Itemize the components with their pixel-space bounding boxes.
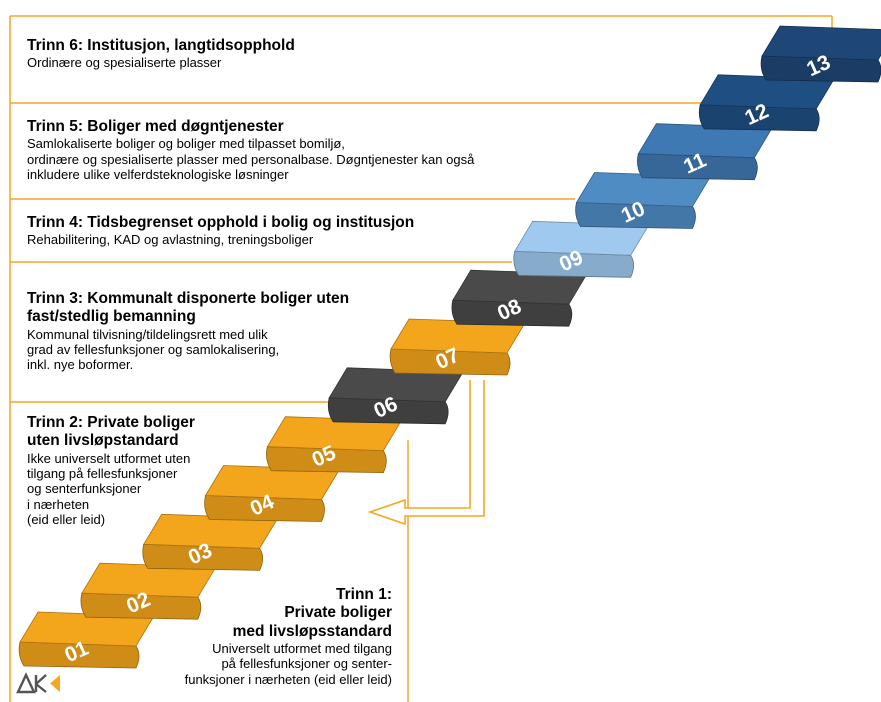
tier-5-line: ordinære og spesialiserte plasser med pe… — [27, 151, 475, 167]
tier-3-line: grad av fellesfunksjoner og samlokaliser… — [27, 341, 280, 357]
step-front — [637, 153, 758, 181]
step-front — [18, 641, 140, 669]
tier-2-line: i nærheten — [27, 496, 90, 512]
tier-6-line: Ordinære og spesialiserte plasser — [27, 55, 222, 71]
tier-1-line: på fellesfunksjoner og senter- — [221, 656, 392, 672]
step-front — [451, 299, 573, 327]
tier-1-title: Private boliger — [284, 604, 392, 622]
step-07: 07 — [389, 318, 526, 376]
step-top — [761, 25, 881, 61]
step-front — [80, 592, 202, 620]
logo-icon — [16, 672, 60, 694]
step-01: 01 — [18, 611, 155, 669]
tier-1-line: Universelt utformet med tilgang — [212, 640, 392, 656]
tier-3-title: fast/stedlig bemanning — [27, 308, 196, 326]
tier-3-title: Trinn 3: Kommunalt disponerte boliger ut… — [27, 290, 350, 307]
tier-4: Trinn 4: Tidsbegrenset opphold i bolig o… — [27, 214, 414, 248]
tier-5-line: inkludere ulike velferdsteknologiske løs… — [27, 166, 289, 182]
step-11: 11 — [637, 123, 774, 181]
step-front — [575, 202, 696, 229]
tier-5: Trinn 5: Boliger med døgntjenester Samlo… — [27, 118, 474, 182]
step-front — [698, 104, 820, 132]
tier-6-title: Trinn 6: Institusjon, langtidsopphold — [27, 37, 295, 54]
tier-2-title: uten livsløpstandard — [27, 432, 179, 450]
step-03: 03 — [142, 513, 279, 571]
step-09: 09 — [513, 220, 650, 278]
step-12: 12 — [698, 74, 835, 132]
step-front — [760, 55, 881, 83]
tier-4-line: Rehabilitering, KAD og avlastning, treni… — [27, 232, 314, 248]
tier-4-title: Trinn 4: Tidsbegrenset opphold i bolig o… — [27, 214, 415, 231]
tier-2-title: Trinn 2: Private boliger — [27, 414, 195, 431]
tier-1-title: med livsløpsstandard — [232, 622, 392, 640]
tier-2-line: Ikke universelt utformet uten — [27, 450, 191, 466]
step-front — [389, 348, 511, 376]
tier-2: Trinn 2: Private boliger uten livsløpsta… — [27, 414, 195, 527]
step-front — [204, 495, 325, 522]
step-front — [513, 250, 635, 278]
tier-6: Trinn 6: Institusjon, langtidsopphold Or… — [27, 37, 295, 71]
tier-3-line: inkl. nye boformer. — [27, 357, 134, 373]
step-front — [327, 397, 449, 425]
tier-3-line: Kommunal tilvisning/tildelingsrett med u… — [27, 326, 268, 342]
step-05: 05 — [266, 416, 403, 474]
step-13: 13 — [760, 25, 881, 83]
step-front — [266, 446, 387, 474]
tier-1-line: funksjoner i nærheten (eid eller leid) — [184, 671, 392, 687]
tier-5-line: Samlokaliserte boliger og boliger med ti… — [27, 136, 345, 152]
step-10: 10 — [575, 172, 712, 229]
tier-2-line: tilgang på fellesfunksjoner — [27, 465, 178, 481]
step-06: 06 — [327, 367, 464, 425]
tier-5-title: Trinn 5: Boliger med døgntjenester — [27, 118, 284, 135]
tier-2-line: (eid eller leid) — [27, 511, 106, 527]
return-arrow — [367, 380, 485, 526]
step-04: 04 — [204, 465, 341, 522]
step-front — [142, 543, 264, 571]
step-02: 02 — [80, 562, 217, 620]
tier-1: Trinn 1: Private boliger med livsløpssta… — [150, 586, 392, 687]
tier-1-title: Trinn 1: — [336, 586, 392, 603]
tier-3: Trinn 3: Kommunalt disponerte boliger ut… — [27, 290, 349, 373]
step-08: 08 — [451, 269, 588, 327]
tier-2-line: og senterfunksjoner — [27, 481, 142, 497]
